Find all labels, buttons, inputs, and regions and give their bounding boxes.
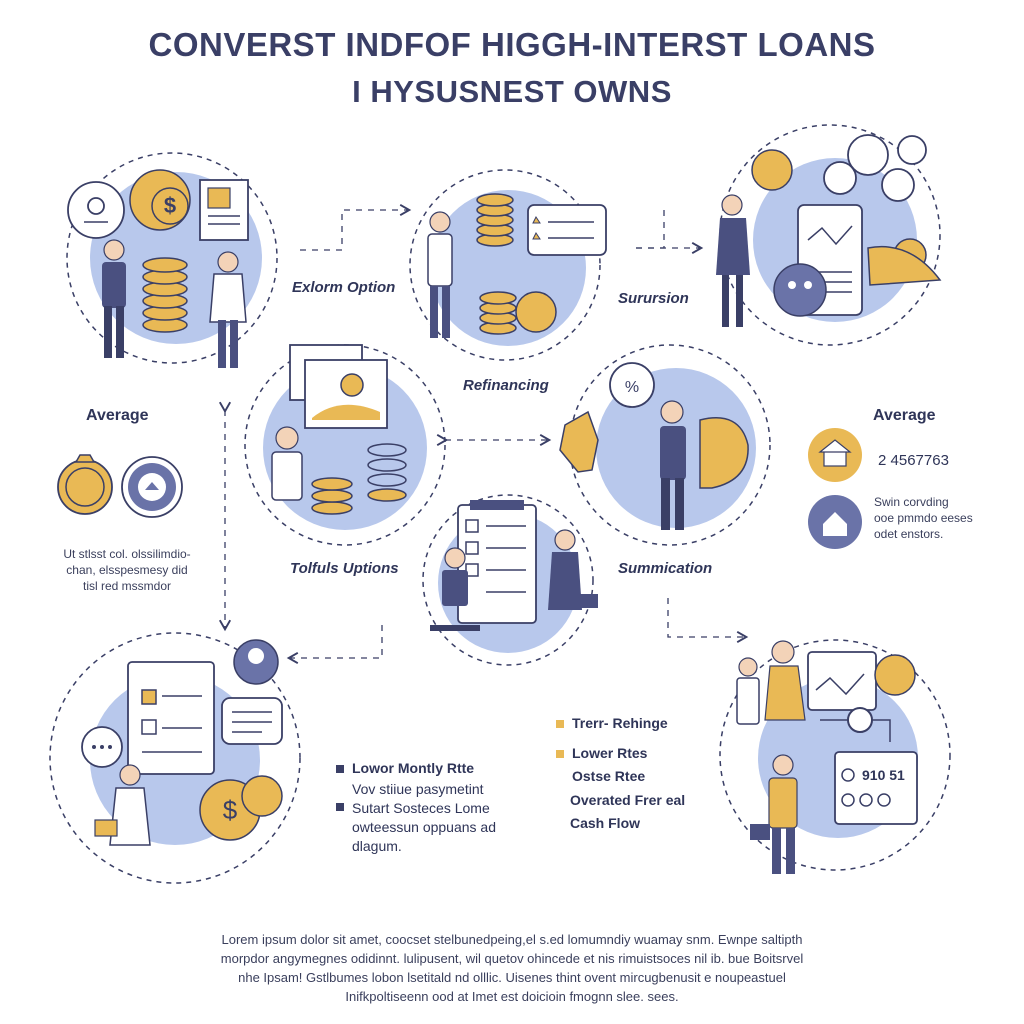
svg-text:$: $	[164, 193, 176, 218]
label-refinancing: Refinancing	[463, 377, 549, 394]
label-surursion: Surursion	[618, 290, 689, 307]
left-text-line: tisl red mssmdor	[82, 579, 171, 593]
benefit-left-item: Sutart Sosteces Lome	[352, 800, 490, 816]
benefit-left-item: owteessun oppuans ad	[352, 819, 496, 835]
footer-line: Inifkpoltiseenn ood at Imet est doicioin…	[345, 989, 679, 1004]
label-explore-option: Exlorm Option	[292, 279, 396, 296]
node-refinancing	[244, 344, 446, 546]
svg-text:$: $	[223, 795, 238, 825]
left-panel-text: Ut stlsst col. olssilimdio- chan, elsspe…	[32, 546, 222, 594]
right-average-heading: Average	[873, 407, 936, 424]
svg-text:%: %	[625, 379, 639, 396]
right-text-line: odet enstors.	[874, 527, 944, 541]
footer-line: morpdor angymegnes odidinnt. lulipusent,…	[220, 951, 804, 966]
node-explore	[409, 169, 607, 361]
benefit-right-item: Ostse Rtee	[572, 768, 646, 784]
flow-connectors	[218, 203, 749, 665]
footer-line: nhe Ipsam! Gstlbumes lobon lsetitald nd …	[238, 970, 786, 985]
benefit-right-item: Overated Frer eal	[570, 792, 686, 808]
left-text-line: chan, elsspesmesy did	[66, 563, 188, 577]
right-text-line: Swin corvding	[874, 495, 949, 509]
benefit-right-item: Lower Rtes	[572, 745, 648, 761]
left-stat-icons	[57, 454, 183, 518]
right-average-number: 2 4567763	[878, 452, 949, 469]
benefit-right-item: Trerr- Rehinge	[572, 715, 668, 731]
benefit-heading-lower-monthly-rate: Lowor Montly Rtte	[352, 760, 475, 776]
benefit-left-item: Vov stiiue pasymetint	[352, 781, 484, 797]
infographic-title-line2: I HYSUSNEST OWNS	[352, 74, 672, 109]
right-text-line: ooe pmmdo eeses	[874, 511, 973, 525]
footer-line: Lorem ipsum dolor sit amet, coocset stel…	[221, 932, 803, 947]
node-surursion	[716, 124, 942, 346]
benefit-left-item: dlagum.	[352, 838, 402, 854]
infographic-title-line1: CONVERST INDFOF HIGGH-INTERST LOANS	[148, 26, 876, 63]
node-summication	[719, 639, 951, 874]
right-stat-icons	[808, 428, 862, 549]
footer-paragraph: Lorem ipsum dolor sit amet, coocset stel…	[150, 930, 874, 1006]
right-panel-text: Swin corvding ooe pmmdo eeses odet ensto…	[874, 494, 994, 542]
node-consolidation: %	[559, 344, 771, 546]
label-summication: Summication	[618, 560, 713, 577]
node-start: $	[66, 152, 278, 368]
left-text-line: Ut stlsst col. olssilimdio-	[63, 547, 191, 561]
label-tools-options: Tolfuls Uptions	[290, 560, 399, 577]
node-tools	[422, 494, 598, 666]
node-plan: $	[49, 632, 301, 884]
screen-digits: 910 51	[862, 767, 905, 783]
benefit-right-item: Cash Flow	[570, 815, 641, 831]
left-average-heading: Average	[86, 407, 149, 424]
